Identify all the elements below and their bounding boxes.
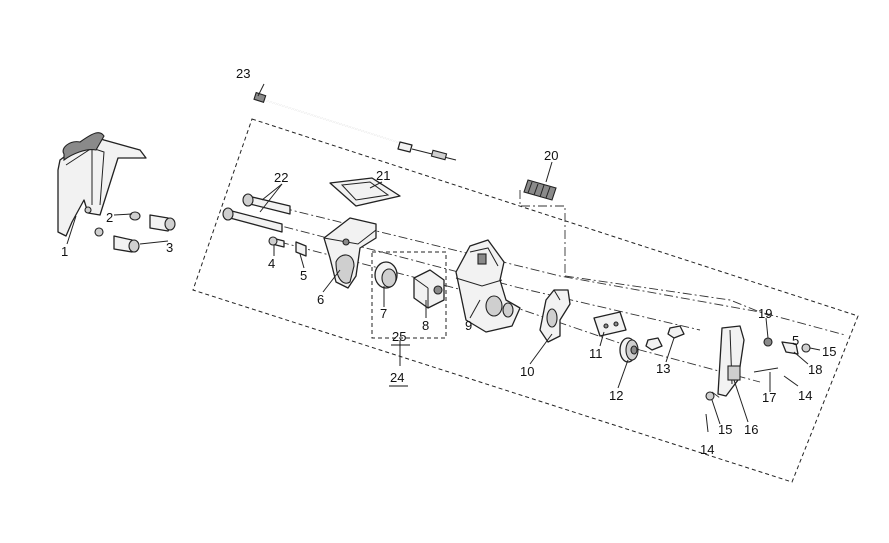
- part-12-pulley: [619, 337, 639, 363]
- callout-14a: 14: [798, 388, 812, 403]
- part-15-washer: [705, 343, 811, 401]
- callout-6: 6: [317, 292, 324, 307]
- callout-9: 9: [465, 318, 472, 333]
- callout-labels: 1 2 3 4 5 6 7 8 9 10 11 12 13 14 14 15 1…: [61, 66, 836, 457]
- callout-22: 22: [274, 170, 288, 185]
- part-1-bracket: [57, 132, 147, 237]
- leader-lines: [66, 83, 821, 425]
- alignment-lines: [234, 190, 846, 399]
- part-8-damper: [413, 269, 445, 309]
- part-18-clip: [781, 341, 799, 355]
- callout-25: 25: [392, 329, 406, 344]
- callout-1: 1: [61, 244, 68, 259]
- callout-8: 8: [422, 318, 429, 333]
- callout-10: 10: [520, 364, 534, 379]
- callout-5a: 5: [300, 268, 307, 283]
- callout-20: 20: [544, 148, 558, 163]
- callout-17: 17: [762, 390, 776, 405]
- assembly-25-frame: [371, 251, 447, 339]
- part-16-pedal: [717, 325, 745, 397]
- callout-13: 13: [656, 361, 670, 376]
- part-6-housing: [323, 217, 377, 289]
- part-17-pin: [753, 367, 779, 373]
- part-19-nut: [763, 337, 773, 347]
- callout-12: 12: [609, 388, 623, 403]
- part-4-bolt: [268, 236, 285, 248]
- part-20-spring: [523, 179, 557, 201]
- callout-7: 7: [380, 306, 387, 321]
- callout-11: 11: [589, 346, 603, 361]
- assembly-24-frame: [192, 118, 859, 483]
- part-11-plate: [593, 311, 627, 337]
- callout-18: 18: [808, 362, 822, 377]
- callout-24: 24: [390, 370, 404, 385]
- callout-15a: 15: [822, 344, 836, 359]
- callout-19: 19: [758, 306, 772, 321]
- part-7-cap: [374, 261, 398, 289]
- callout-3: 3: [166, 240, 173, 255]
- part-9-bracket: [455, 239, 521, 333]
- callout-14b: 14: [700, 442, 714, 457]
- part-13-nut: [645, 325, 685, 351]
- part-10-pedal-arm: [539, 289, 571, 343]
- part-21-gasket: [329, 177, 401, 207]
- callout-23: 23: [236, 66, 250, 81]
- part-14-cotter-pin: [705, 375, 799, 433]
- part-2-washer: [94, 211, 141, 237]
- callout-4: 4: [268, 256, 275, 271]
- callout-21: 21: [376, 168, 390, 183]
- callout-16: 16: [744, 422, 758, 437]
- callout-2: 2: [106, 210, 113, 225]
- callout-15b: 15: [718, 422, 732, 437]
- part-22-bolts: [222, 193, 291, 233]
- part-3-bolt: [113, 214, 176, 253]
- callout-5b: 5: [792, 333, 799, 348]
- part-23-cable: [253, 91, 457, 161]
- part-5-clip: [295, 241, 307, 257]
